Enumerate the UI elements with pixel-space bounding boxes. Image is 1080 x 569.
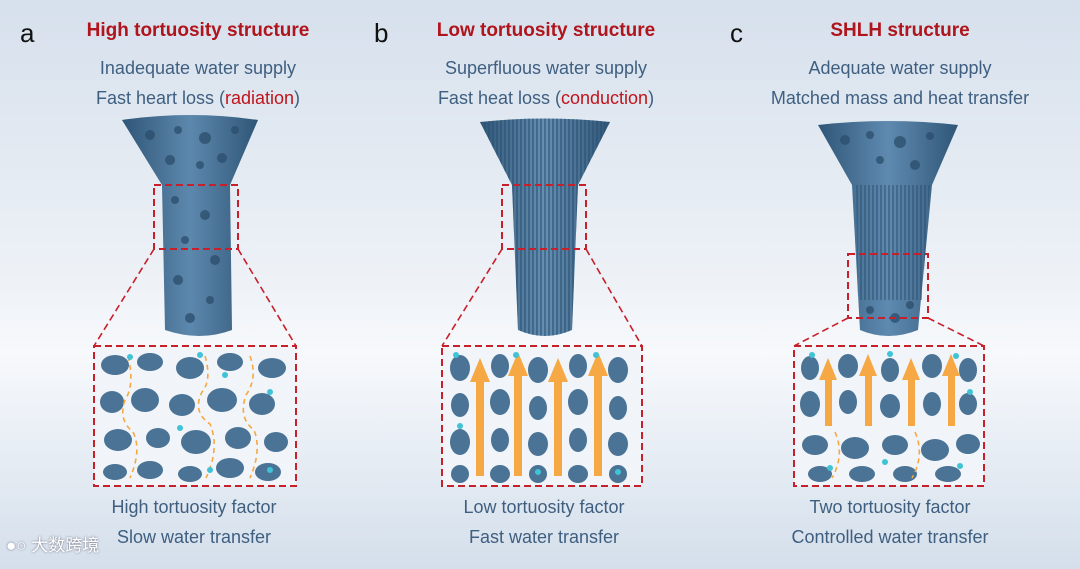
water-flow-arrows <box>819 354 960 426</box>
bottom-caption-1: Low tortuosity factor <box>463 497 625 517</box>
description-line-1: Superfluous water supply <box>444 58 648 78</box>
description-line-2: Fast heart loss (radiation) <box>95 88 301 108</box>
porous-funnel <box>122 115 258 336</box>
description-line-1: Inadequate water supply <box>99 58 297 78</box>
bottom-caption-1: Two tortuosity factor <box>809 497 971 517</box>
panel-letter: a <box>20 18 35 48</box>
watermark: ●○ 大数跨境 <box>6 536 100 555</box>
panel-title: SHLH structure <box>830 20 970 41</box>
water-molecules <box>453 352 621 475</box>
panel-title: Low tortuosity structure <box>436 20 656 41</box>
panel-letter: b <box>374 18 389 48</box>
panel-b: b Low tortuosity structure Superfluous w… <box>360 0 720 569</box>
panel-c: c SHLH structure Adequate water supply M… <box>720 0 1080 569</box>
bottom-caption-1: High tortuosity factor <box>111 497 277 517</box>
bottom-caption-2: Slow water transfer <box>116 527 272 547</box>
panel-title: High tortuosity structure <box>86 20 310 41</box>
bottom-caption-2: Fast water transfer <box>468 527 620 547</box>
water-molecules <box>809 351 973 471</box>
water-molecules <box>127 352 273 473</box>
zoom-region <box>501 184 587 250</box>
high-tortuosity-structure-illustration <box>93 115 297 487</box>
bottom-caption-2: Controlled water transfer <box>791 527 989 547</box>
description-line-1: Adequate water supply <box>808 58 992 78</box>
zoom-region <box>847 253 929 319</box>
panel-letter: c <box>730 18 743 48</box>
low-tortuosity-structure-illustration <box>441 118 643 487</box>
zoom-region <box>153 184 239 250</box>
shlh-structure-illustration <box>793 121 985 487</box>
description-line-2: Fast heat loss (conduction) <box>437 88 655 108</box>
water-flow-arrows <box>470 352 608 476</box>
description-line-2: Matched mass and heat transfer <box>770 88 1030 108</box>
panel-a: a High tortuosity structure Inadequate w… <box>0 0 360 569</box>
